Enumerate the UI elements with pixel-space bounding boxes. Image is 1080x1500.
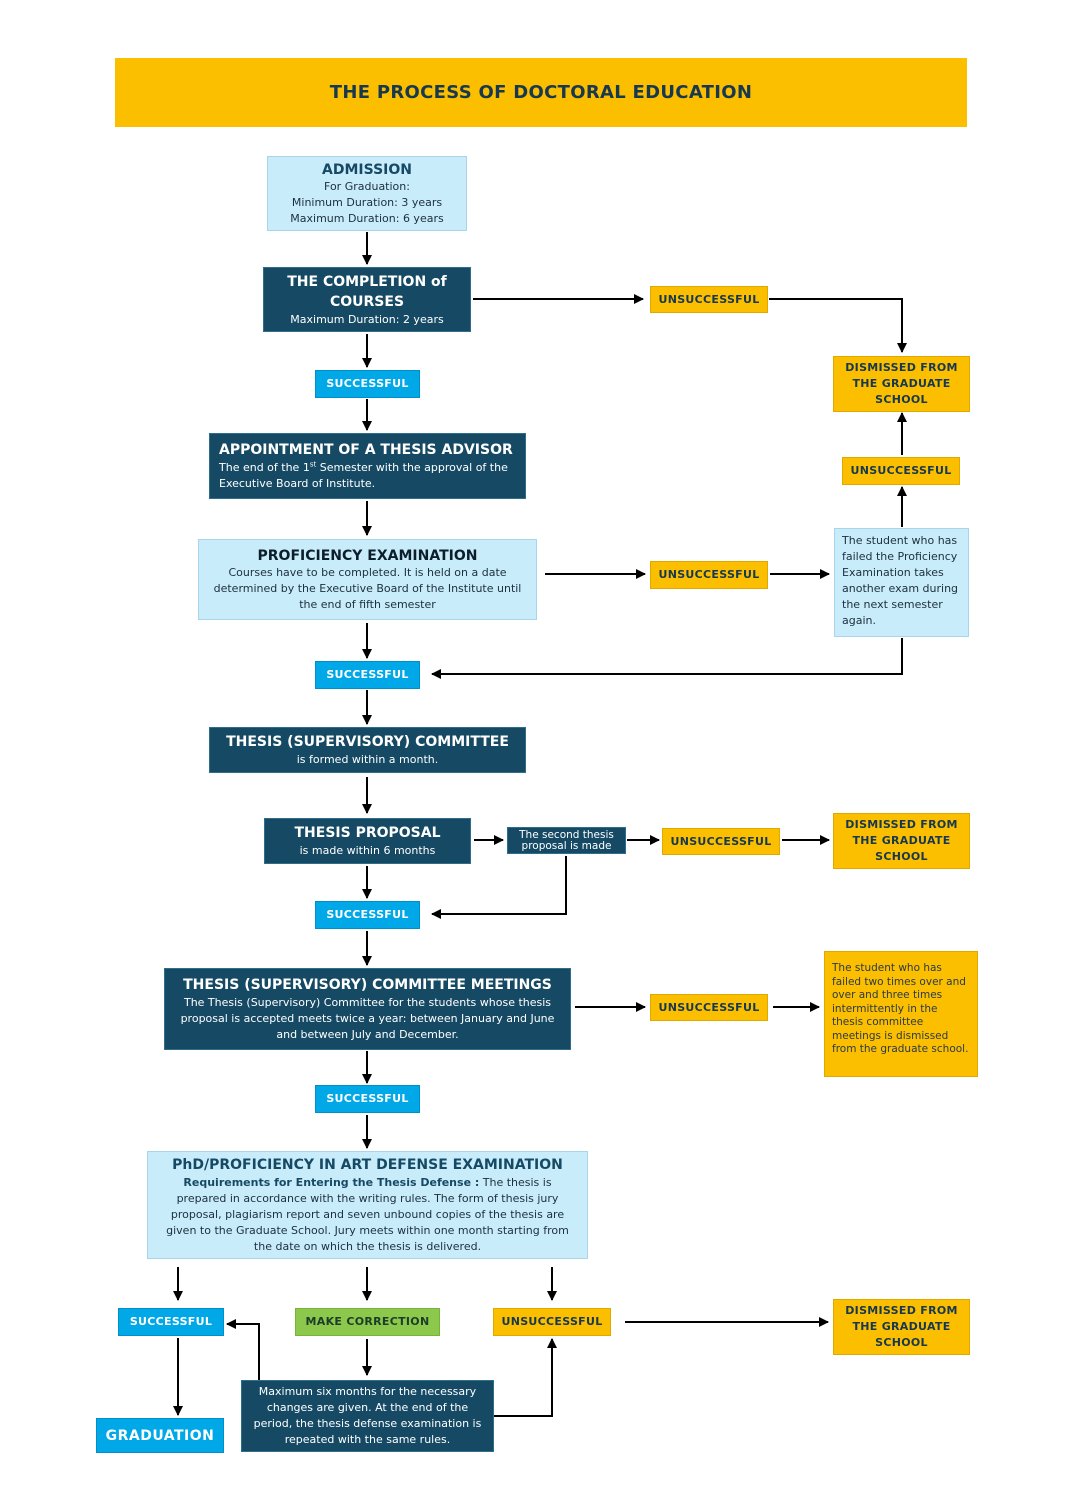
proposal-sub: is made within 6 months — [299, 844, 436, 857]
arrow-note-unsuccessful-final — [494, 1338, 557, 1417]
second-proposal-text: The second thesis proposal is made — [519, 828, 614, 852]
second-proposal-box: The second thesis proposal is made — [507, 827, 626, 854]
successful-proficiency-badge: SUCCESSFUL — [315, 661, 420, 689]
successful-defense-badge: SUCCESSFUL — [118, 1308, 224, 1336]
admission-title: ADMISSION — [322, 161, 412, 178]
committee-box: THESIS (SUPERVISORY) COMMITTEE is formed… — [209, 727, 526, 773]
dismissed-box-3: DISMISSED FROM THE GRADUATE SCHOOL — [833, 1299, 970, 1355]
advisor-text: The end of the 1st Semester with the app… — [219, 460, 508, 490]
advisor-box: APPOINTMENT OF A THESIS ADVISOR The end … — [209, 433, 526, 499]
dismissed-box-1: DISMISSED FROM THE GRADUATE SCHOOL — [833, 356, 970, 412]
defense-title: PhD/PROFICIENCY IN ART DEFENSE EXAMINATI… — [172, 1157, 563, 1173]
unsuccessful-meetings-badge: UNSUCCESSFUL — [650, 994, 768, 1021]
successful-proposal-badge: SUCCESSFUL — [315, 901, 420, 929]
unsuccessful-label: UNSUCCESSFUL — [670, 834, 772, 848]
successful-meetings-badge: SUCCESSFUL — [315, 1085, 420, 1113]
admission-line2: Minimum Duration: 3 years — [291, 195, 443, 209]
dismissed-label: DISMISSED FROM THE GRADUATE SCHOOL — [845, 1304, 958, 1349]
meetings-note: The student who has failed two times ove… — [832, 962, 969, 1055]
graduation-label: GRADUATION — [105, 1427, 215, 1444]
advisor-title: APPOINTMENT OF A THESIS ADVISOR — [219, 442, 513, 458]
successful-courses-badge: SUCCESSFUL — [315, 370, 420, 398]
header-banner: THE PROCESS OF DOCTORAL EDUCATION — [115, 58, 967, 127]
committee-title: THESIS (SUPERVISORY) COMMITTEE — [226, 734, 509, 750]
arrow-note-successful — [431, 638, 903, 679]
admission-line1: For Graduation: — [324, 179, 410, 193]
unsuccessful-proficiency-retake-badge: UNSUCCESSFUL — [842, 457, 960, 485]
arrow-unsuccessful-dismissed-1 — [769, 298, 907, 353]
proficiency-box: PROFICIENCY EXAMINATION Courses have to … — [198, 539, 537, 620]
unsuccessful-proposal-badge: UNSUCCESSFUL — [662, 828, 780, 855]
make-correction-label: MAKE CORRECTION — [305, 1315, 430, 1328]
graduation-box: GRADUATION — [96, 1418, 224, 1453]
unsuccessful-label: UNSUCCESSFUL — [501, 1315, 603, 1328]
unsuccessful-label: UNSUCCESSFUL — [658, 292, 760, 306]
unsuccessful-label: UNSUCCESSFUL — [658, 568, 760, 581]
make-correction-badge: MAKE CORRECTION — [295, 1308, 440, 1336]
unsuccessful-label: UNSUCCESSFUL — [658, 1000, 760, 1014]
proficiency-text: Courses have to be completed. It is held… — [213, 565, 522, 611]
successful-label: SUCCESSFUL — [326, 668, 409, 681]
meetings-title: THESIS (SUPERVISORY) COMMITTEE MEETINGS — [183, 977, 552, 993]
meetings-text: The Thesis (Supervisory) Committee for t… — [180, 996, 555, 1041]
courses-box: THE COMPLETION of COURSES Maximum Durati… — [263, 267, 471, 332]
proficiency-note: The student who has failed the Proficien… — [842, 534, 959, 627]
unsuccessful-courses-badge: UNSUCCESSFUL — [650, 286, 768, 313]
arrow-note-successful-final — [226, 1319, 260, 1380]
admission-line3: Maximum Duration: 6 years — [290, 211, 444, 225]
unsuccessful-label: UNSUCCESSFUL — [850, 464, 952, 477]
successful-label: SUCCESSFUL — [129, 1315, 213, 1328]
correction-note-box: Maximum six months for the necessary cha… — [241, 1380, 494, 1452]
proficiency-note-box: The student who has failed the Proficien… — [834, 528, 969, 637]
dismissed-label: DISMISSED FROM THE GRADUATE SCHOOL — [845, 361, 958, 406]
unsuccessful-defense-badge: UNSUCCESSFUL — [493, 1308, 611, 1336]
courses-title: THE COMPLETION of COURSES — [287, 273, 447, 310]
proposal-title: THESIS PROPOSAL — [294, 825, 441, 841]
successful-label: SUCCESSFUL — [326, 1092, 409, 1105]
courses-sub: Maximum Duration: 2 years — [290, 312, 444, 326]
correction-note: Maximum six months for the necessary cha… — [253, 1385, 482, 1446]
arrow-second-successful — [431, 856, 567, 919]
successful-label: SUCCESSFUL — [326, 377, 409, 390]
dismissed-box-2: DISMISSED FROM THE GRADUATE SCHOOL — [833, 813, 970, 869]
meetings-box: THESIS (SUPERVISORY) COMMITTEE MEETINGS … — [164, 968, 571, 1050]
defense-box: PhD/PROFICIENCY IN ART DEFENSE EXAMINATI… — [147, 1151, 588, 1259]
meetings-note-box: The student who has failed two times ove… — [824, 951, 978, 1077]
proposal-box: THESIS PROPOSAL is made within 6 months — [264, 818, 471, 864]
page-title: THE PROCESS OF DOCTORAL EDUCATION — [329, 81, 753, 103]
admission-box: ADMISSION For Graduation: Minimum Durati… — [267, 156, 467, 231]
proficiency-title: PROFICIENCY EXAMINATION — [257, 547, 478, 564]
unsuccessful-proficiency-badge: UNSUCCESSFUL — [650, 561, 768, 589]
defense-text: Requirements for Entering the Thesis Def… — [166, 1176, 569, 1253]
successful-label: SUCCESSFUL — [326, 908, 409, 921]
dismissed-label: DISMISSED FROM THE GRADUATE SCHOOL — [845, 818, 958, 863]
committee-sub: is formed within a month. — [296, 753, 439, 766]
